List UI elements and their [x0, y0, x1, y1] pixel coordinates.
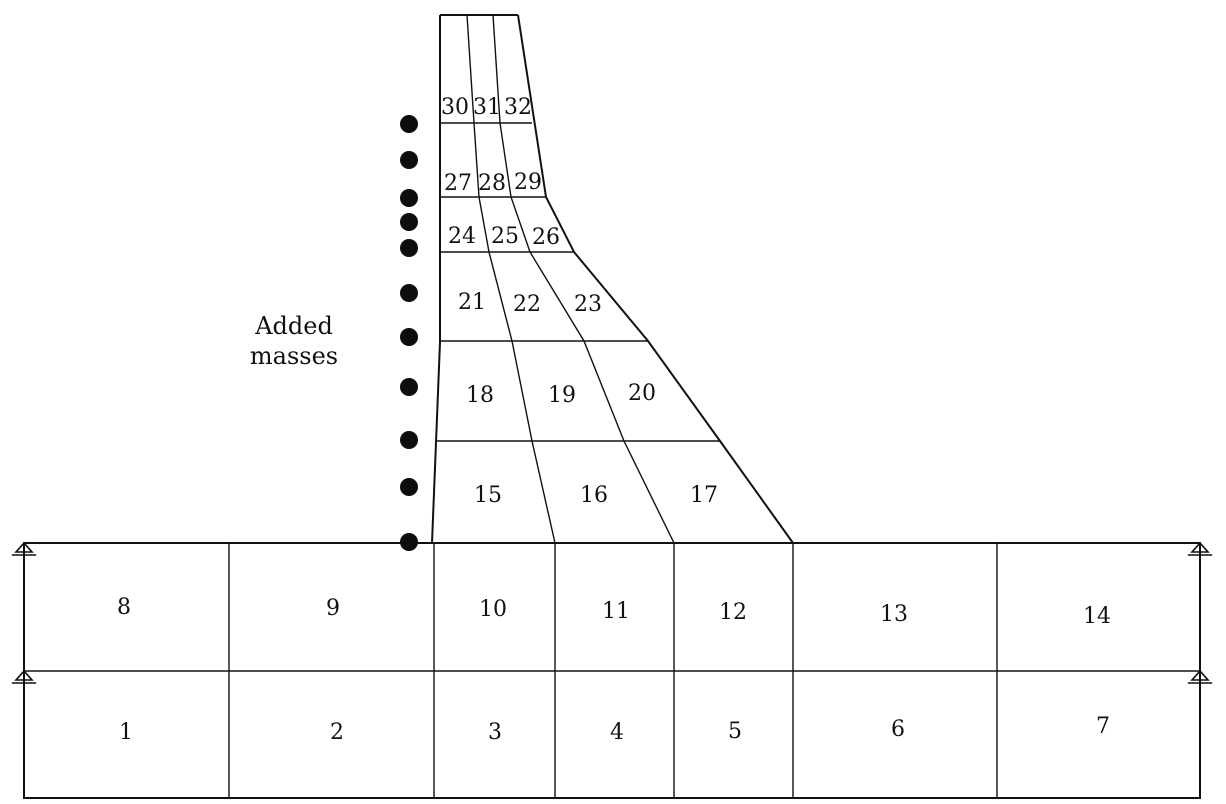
element-label: 19 — [548, 383, 576, 408]
element-label: 32 — [504, 95, 532, 120]
added-masses — [400, 115, 418, 551]
added-mass-dot — [400, 239, 418, 257]
element-label: 12 — [719, 600, 747, 625]
element-label: 5 — [728, 719, 742, 744]
added-mass-dot — [400, 431, 418, 449]
element-label: 3 — [488, 720, 502, 745]
element-label: 15 — [474, 483, 502, 508]
added-mass-dot — [400, 478, 418, 496]
added-mass-dot — [400, 284, 418, 302]
added-mass-dot — [400, 328, 418, 346]
element-label: 17 — [690, 483, 718, 508]
element-label: 29 — [514, 170, 542, 195]
element-label: 2 — [330, 720, 344, 745]
added-mass-dot — [400, 213, 418, 231]
annotation-line-2: masses — [250, 342, 338, 370]
added-mass-dot — [400, 533, 418, 551]
element-label: 13 — [880, 602, 908, 627]
element-label: 14 — [1083, 604, 1111, 629]
element-label: 21 — [458, 290, 486, 315]
element-labels: 1 2 3 4 5 6 7 8 9 10 11 12 13 14 15 16 1… — [117, 95, 1111, 745]
element-label: 25 — [491, 224, 519, 249]
added-mass-dot — [400, 189, 418, 207]
roller-support-icon — [1188, 669, 1212, 706]
element-label: 22 — [513, 292, 541, 317]
roller-support-icon — [12, 541, 36, 580]
element-label: 28 — [478, 171, 506, 196]
boundary-supports — [12, 541, 1212, 706]
element-label: 18 — [466, 383, 494, 408]
element-label: 24 — [448, 224, 476, 249]
added-mass-dot — [400, 115, 418, 133]
element-label: 31 — [473, 95, 501, 120]
element-label: 27 — [444, 171, 472, 196]
annotation-line-1: Added — [254, 312, 333, 340]
added-mass-dot — [400, 378, 418, 396]
element-label: 26 — [532, 225, 560, 250]
added-masses-annotation: Added masses — [250, 312, 338, 370]
element-label: 11 — [602, 599, 630, 624]
element-label: 4 — [610, 720, 624, 745]
element-label: 30 — [441, 95, 469, 120]
roller-support-icon — [1188, 541, 1212, 580]
dam-upstream-face — [431, 15, 441, 544]
element-label: 7 — [1096, 714, 1110, 739]
dam-mesh — [431, 14, 794, 544]
element-label: 9 — [326, 596, 340, 621]
added-mass-dot — [400, 151, 418, 169]
element-label: 23 — [574, 292, 602, 317]
element-label: 10 — [479, 597, 507, 622]
element-label: 20 — [628, 381, 656, 406]
dam-column-divider — [492, 14, 675, 544]
roller-support-icon — [12, 669, 36, 706]
element-label: 8 — [117, 595, 131, 620]
element-label: 6 — [891, 717, 905, 742]
dam-column-divider — [466, 14, 556, 544]
element-label: 16 — [580, 483, 608, 508]
element-label: 1 — [119, 720, 133, 745]
dam-downstream-face — [517, 14, 794, 544]
foundation-mesh — [23, 542, 1201, 799]
